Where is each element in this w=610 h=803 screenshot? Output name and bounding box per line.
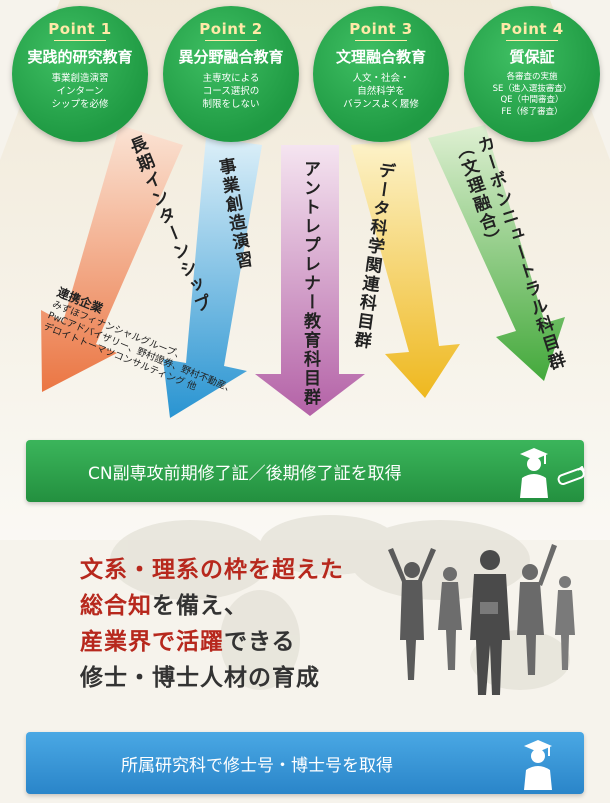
point-title: 実践的研究教育 bbox=[27, 48, 133, 66]
arrow-entrepreneur bbox=[255, 145, 365, 416]
point-title: 異分野融合教育 bbox=[178, 48, 284, 66]
point-label: Point 3 bbox=[313, 20, 449, 41]
point-label: Point 2 bbox=[163, 20, 299, 41]
point-title: 質保証 bbox=[509, 48, 555, 66]
graduate-icon bbox=[524, 740, 552, 790]
cn-certificate-text: CN副専攻前期修了証／後期修了証を取得 bbox=[88, 463, 402, 484]
point-desc: 主専攻によるコース選択の制限をしない bbox=[202, 73, 260, 110]
headline-line-3: 産業界で活躍できる bbox=[80, 629, 296, 655]
arrow-internship bbox=[41, 125, 183, 392]
headline-line-2: 総合知を備え、 bbox=[80, 593, 248, 619]
point-1-circle: Point 1 実践的研究教育 事業創造演習インターンシップを必修 bbox=[12, 6, 148, 142]
point-desc: 事業創造演習インターンシップを必修 bbox=[51, 73, 109, 110]
point-title: 文理融合教育 bbox=[335, 48, 426, 66]
point-label: Point 4 bbox=[464, 20, 600, 41]
point-desc: 人文・社会・自然科学をバランスよく履修 bbox=[343, 73, 419, 110]
point-3-circle: Point 3 文理融合教育 人文・社会・自然科学をバランスよく履修 bbox=[313, 6, 449, 142]
arrow-label-entrepreneur: アントレプレナー教育科目群 bbox=[300, 160, 320, 407]
arrow-carbon-neutral bbox=[428, 125, 565, 381]
people-silhouette-group bbox=[388, 544, 575, 695]
graduate-icon bbox=[520, 448, 548, 498]
arrow-data-science bbox=[351, 140, 460, 398]
arrow-business-creation bbox=[163, 137, 262, 418]
point-label: Point 1 bbox=[12, 20, 148, 41]
point-2-circle: Point 2 異分野融合教育 主専攻によるコース選択の制限をしない bbox=[163, 6, 299, 142]
cn-certificate-bar: CN副専攻前期修了証／後期修了証を取得 bbox=[26, 440, 585, 502]
degree-text: 所属研究科で修士号・博士号を取得 bbox=[121, 755, 393, 776]
headline-line-4: 修士・博士人材の育成 bbox=[80, 665, 320, 691]
headline: 文系・理系の枠を超えた 総合知を備え、 産業界で活躍できる 修士・博士人材の育成 bbox=[80, 552, 344, 696]
degree-bar: 所属研究科で修士号・博士号を取得 bbox=[26, 732, 584, 794]
headline-line-1: 文系・理系の枠を超えた bbox=[80, 557, 344, 583]
diploma-icon bbox=[557, 466, 585, 486]
arrows-layer bbox=[41, 125, 565, 418]
